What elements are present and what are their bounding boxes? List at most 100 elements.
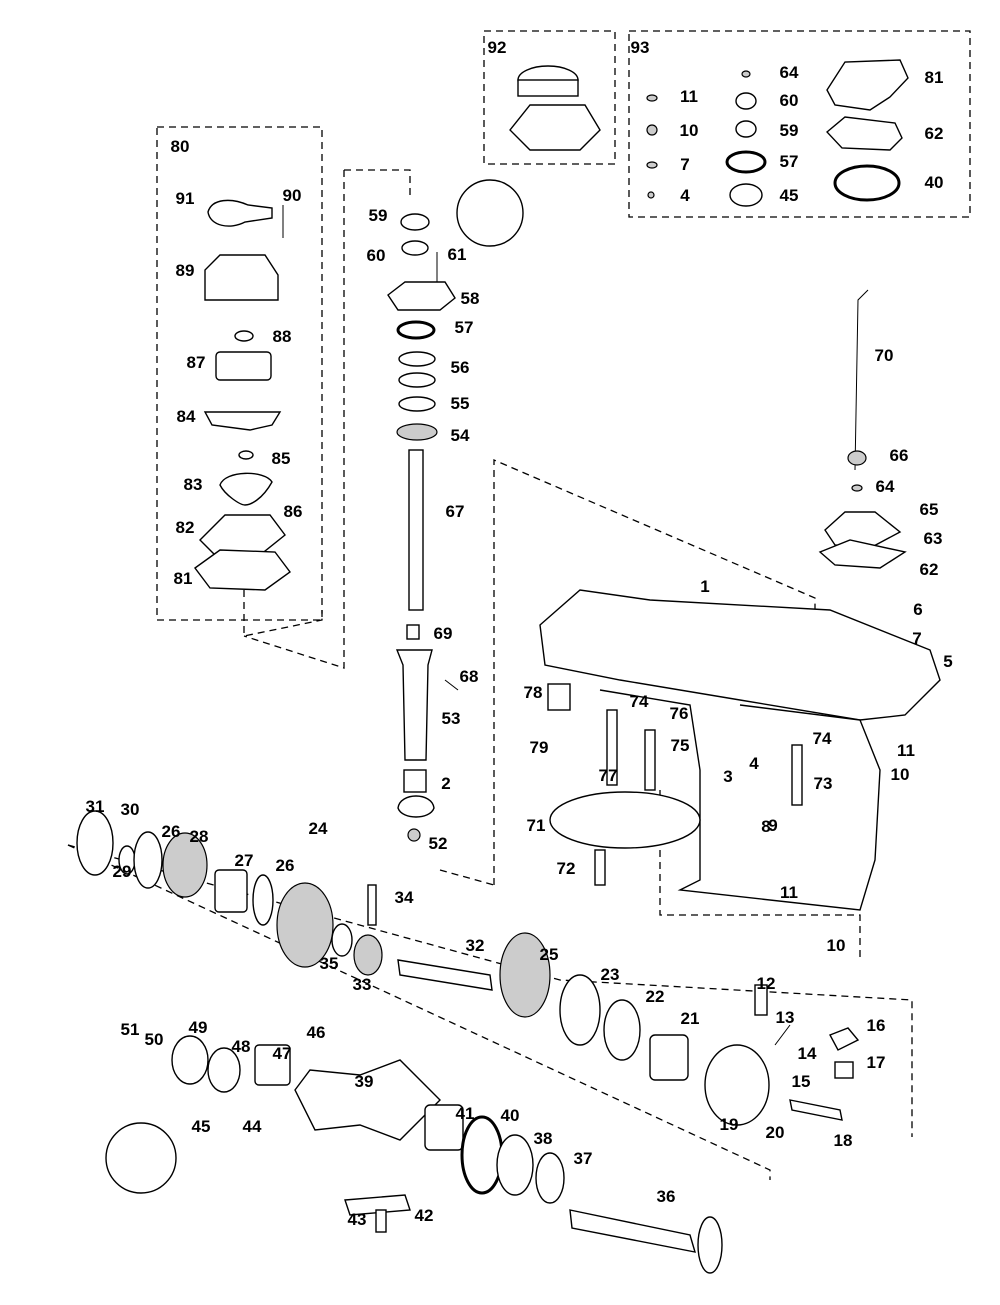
callout-label: 24 [309,819,328,838]
callout-label: 92 [488,38,507,57]
washer-7 [646,161,658,169]
washer-64 [851,484,863,492]
callout-label: 57 [455,318,474,337]
callout-label: 80 [171,137,190,156]
callout-label: 74 [630,692,649,711]
clutch-33 [353,934,383,976]
callout-label: 78 [524,683,543,702]
callout-label: 44 [243,1117,262,1136]
liner-91 [207,199,273,227]
callout-label: 90 [283,186,302,205]
pin-34 [367,884,377,926]
washer-22 [603,999,641,1061]
gearcase-lower [599,689,881,911]
callout-label: 22 [646,987,665,1006]
connector-line [344,169,411,195]
callout-label: 7 [912,629,921,648]
clip-17 [834,1061,854,1079]
pin-18 [789,1099,843,1121]
callout-label: 11 [680,87,698,106]
callout-label: 64 [780,63,799,82]
callout-label: 40 [925,173,944,192]
screw-77 [606,709,618,786]
callout-label: 16 [867,1016,886,1035]
seal-66 [847,450,867,466]
plate-82 [199,514,286,556]
callout-label: 46 [307,1023,326,1042]
callout-label: 23 [601,965,620,984]
bolt-73 [791,744,803,806]
callout-label: 39 [355,1072,374,1091]
callout-label: 14 [798,1044,817,1063]
bearing-60 [401,240,429,256]
callout-label: 7 [680,155,689,174]
callout-label: 65 [920,500,939,519]
seal-83 [219,472,273,506]
callout-label: 93 [631,38,650,57]
cover-63 [824,511,902,549]
seal-detail-circle [456,179,524,247]
trim-tab-71 [549,791,701,849]
seal-11 [646,94,658,102]
callout-label: 11 [897,741,915,760]
washer-37 [535,1152,565,1204]
bearing-59 [400,213,430,231]
callout-label: 51 [121,1020,140,1039]
callout-label: 86 [284,502,303,521]
callout-label: 82 [176,518,195,537]
lever-16 [829,1027,860,1051]
nut-52 [407,828,421,842]
gasket-62 [818,539,907,569]
bearing-27 [214,869,248,913]
callout-label: 87 [187,353,206,372]
callout-label: 36 [657,1187,676,1206]
oring-40 [833,164,901,202]
callout-label: 63 [924,529,943,548]
callout-label: 4 [680,186,690,205]
washer-38 [496,1134,534,1196]
connector-line [439,869,495,886]
bearing-60 [735,92,757,110]
impeller-84 [203,411,282,431]
callout-label: 10 [891,765,910,784]
callout-label: 66 [890,446,909,465]
housing-outline [659,790,861,960]
bearing-45 [171,1035,209,1085]
callout-label: 27 [235,851,254,870]
callout-label: 71 [527,816,546,835]
shift-rod-70 [854,289,869,471]
insert-87 [215,351,272,381]
callout-label: 47 [273,1044,292,1063]
gear-25 [499,932,551,1018]
callout-label: 15 [792,1072,811,1091]
callout-label: 67 [446,502,465,521]
callout-label: 55 [451,394,470,413]
callout-label: 70 [875,346,894,365]
kit-box-80 [156,126,323,621]
pump-insert-body [517,79,579,97]
callout-label: 35 [320,954,339,973]
gasket-81 [826,59,909,111]
callout-label: 45 [780,186,799,205]
pin-13 [774,1024,791,1046]
callout-label: 11 [780,883,798,902]
callout-label: 10 [680,121,699,140]
seal-detail-circle [105,1122,177,1194]
callout-label: 37 [574,1149,593,1168]
shim-26 [252,874,274,926]
gearcase-housing-1 [539,589,941,721]
callout-label: 30 [121,800,140,819]
pinion-gear [397,795,435,818]
callout-label: 72 [557,859,576,878]
callout-label: 20 [766,1123,785,1142]
callout-label: 62 [920,560,939,579]
kit-box-92 [483,30,616,165]
callout-label: 17 [867,1053,886,1072]
callout-label: 59 [780,121,799,140]
washer-4 [647,191,655,199]
callout-label: 69 [434,624,453,643]
oring-57 [725,150,767,174]
callout-label: 12 [757,974,776,993]
connector-line [243,170,345,669]
